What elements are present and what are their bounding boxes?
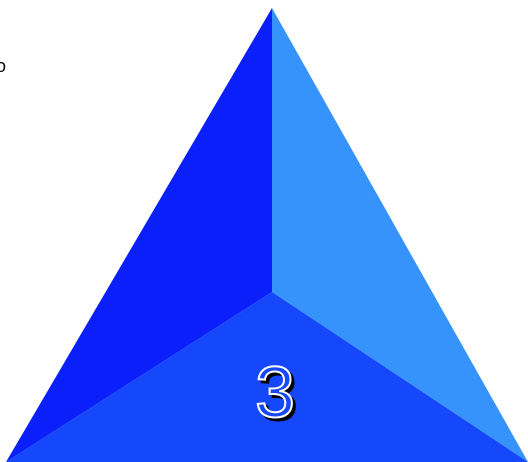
pyramid-number: 3	[255, 353, 295, 433]
